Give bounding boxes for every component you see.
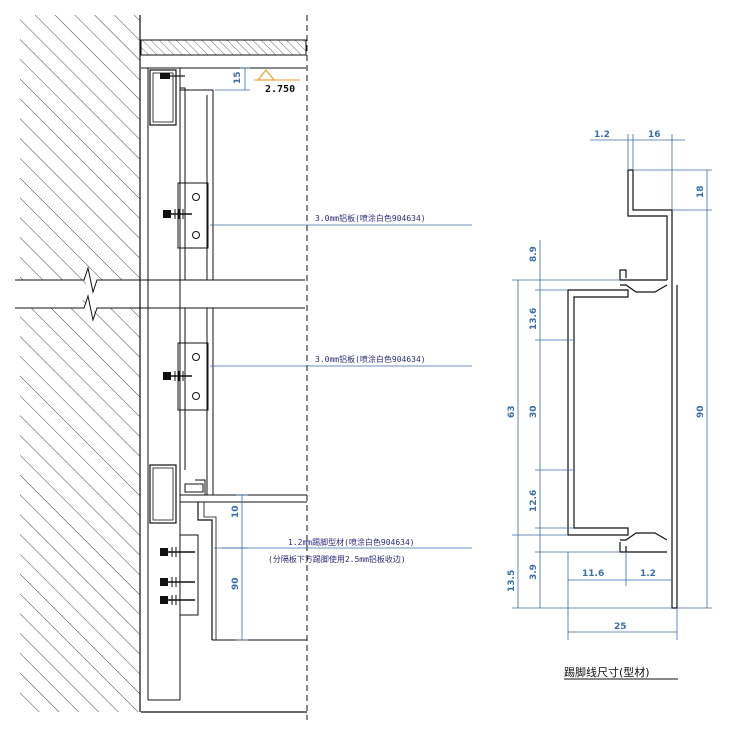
profile-outline — [567, 169, 678, 609]
wall-hatch-lower — [20, 298, 140, 712]
anchor-bolt-upper — [163, 209, 192, 219]
skirting-profile-detail: 1.2 16 18 90 8.9 13.6 30 12.6 3.9 63 13.… — [507, 130, 712, 680]
callout-leaders — [210, 224, 472, 549]
wall-section: 2.750 15 10 90 3.0mm铝板(喷涂白色904634) 3.0mm… — [15, 15, 472, 720]
dim-top-lip: 18 — [696, 185, 706, 198]
ceiling-slab — [140, 39, 307, 56]
dim-skirting-top-text: 10 — [231, 505, 241, 518]
anchor-bolt-top — [160, 73, 185, 79]
elevation-value: 2.750 — [265, 84, 295, 95]
dim-middle: 30 — [529, 405, 539, 418]
dim-gap-bottom: 3.9 — [529, 564, 539, 580]
dim-gap-top: 8.9 — [529, 246, 539, 262]
callout-panel-lower: 3.0mm铝板(喷涂白色904634) — [315, 354, 426, 364]
dim-foot: 11.6 — [582, 569, 604, 579]
elevation-marker: 2.750 — [254, 69, 300, 95]
dim-upper: 13.6 — [529, 308, 539, 330]
dim-top-width: 16 — [648, 130, 661, 140]
callout-skirting: 1.2mm踢脚型材(喷涂白色904634) — [288, 537, 415, 547]
break-line-upper — [15, 266, 305, 294]
profile-dimension-lines — [512, 134, 712, 640]
anchor-bolt-middle — [163, 371, 192, 381]
dim-top-gap-text: 15 — [233, 71, 243, 84]
dim-bottom-offset: 13.5 — [507, 570, 517, 592]
dim-width: 25 — [614, 622, 627, 632]
wall-hatch-upper — [20, 15, 140, 290]
break-line-lower — [15, 294, 305, 322]
profile-caption: 踢脚线尺寸(型材) — [564, 665, 650, 679]
dim-skirting: 10 90 — [222, 494, 248, 641]
dim-lower: 12.6 — [529, 490, 539, 512]
bracket-plate-upper — [177, 182, 209, 249]
anchor-bolt-skirting-2 — [160, 577, 195, 587]
dim-overall-left: 63 — [507, 405, 517, 418]
dim-skirting-height-text: 90 — [231, 577, 241, 590]
anchor-bolt-skirting-3 — [160, 595, 195, 605]
dim-top-thk: 1.2 — [594, 130, 610, 140]
callout-skirting-note: (分隔板下方踢脚使用2.5mm铝板收边) — [268, 554, 406, 564]
steel-tube-top — [149, 69, 177, 126]
anchor-bolt-skirting-1 — [160, 547, 195, 557]
steel-tube-bottom — [149, 464, 177, 524]
dim-top-gap: 15 — [215, 67, 250, 91]
dim-foot-thk: 1.2 — [640, 569, 656, 579]
callout-panel-upper: 3.0mm铝板(喷涂白色904634) — [315, 213, 426, 223]
dim-overall-right: 90 — [696, 405, 706, 418]
